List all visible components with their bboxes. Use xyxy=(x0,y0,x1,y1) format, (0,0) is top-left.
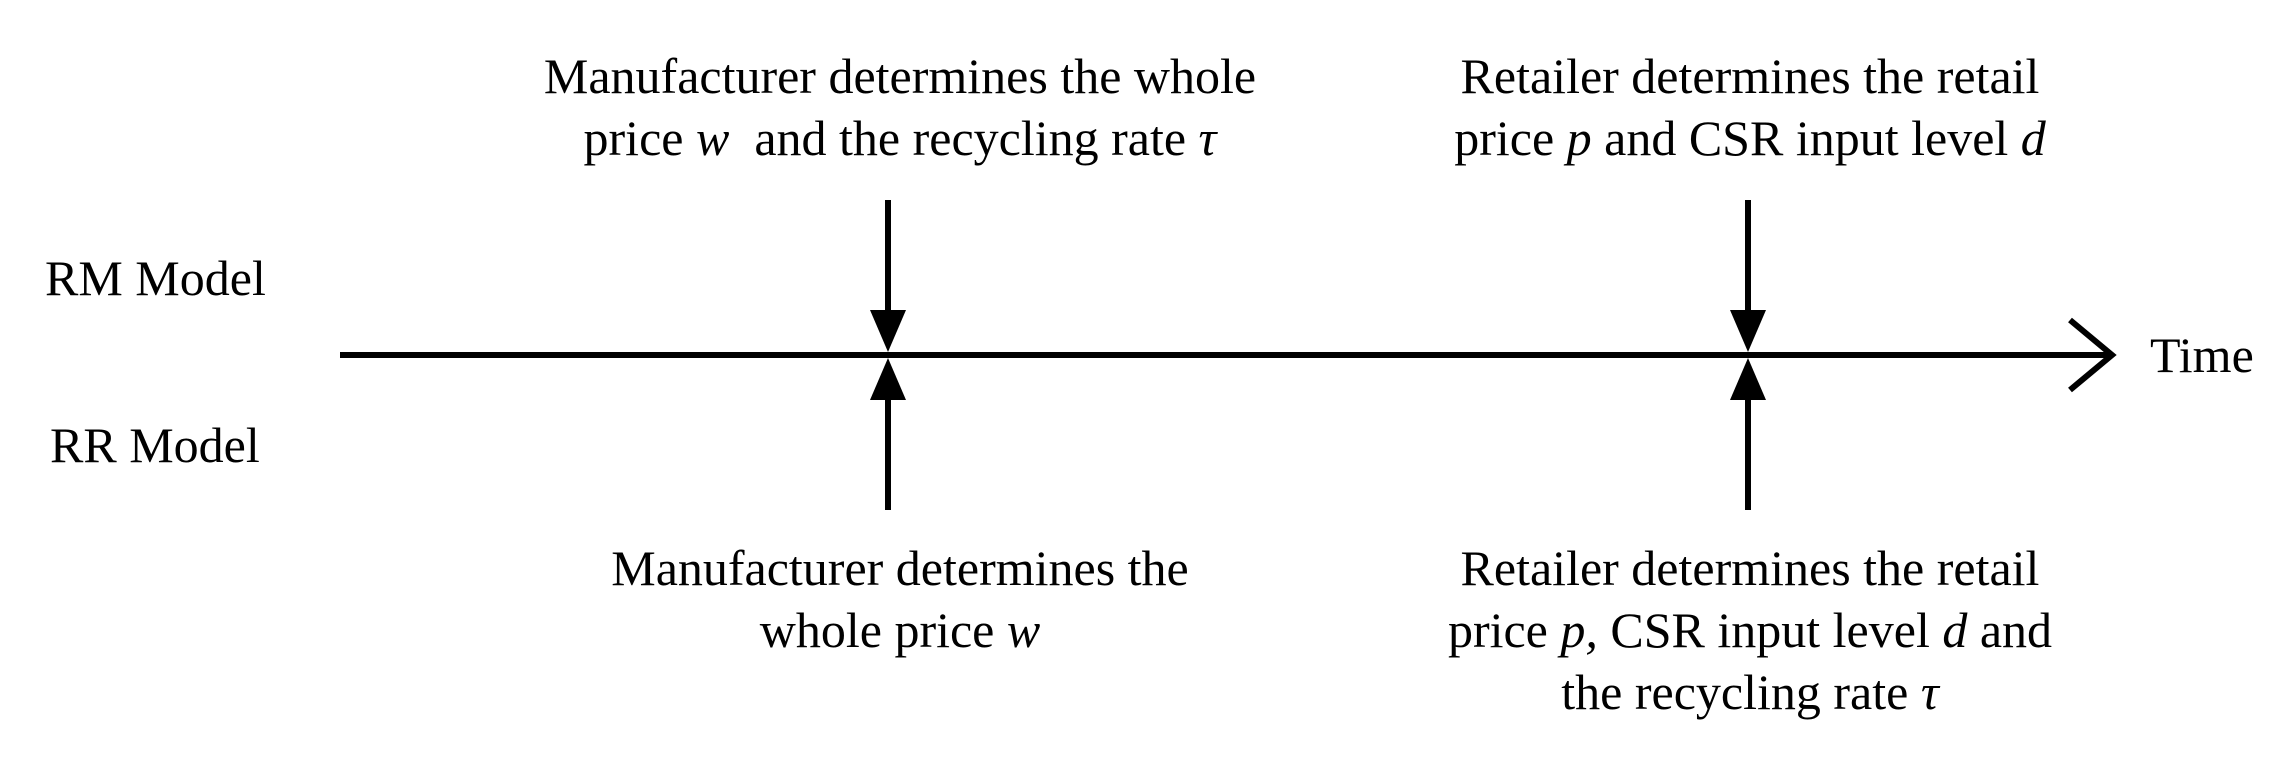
rm-retailer-line2-text: price xyxy=(1454,110,1567,166)
rm-retailer-line1: Retailer determines the retail xyxy=(1460,48,2040,104)
rr-manufacturer-line1: Manufacturer determines the xyxy=(611,540,1189,596)
wholesale-price-symbol-rr: w xyxy=(1006,602,1041,658)
rr-manufacturer-line2-text: whole price xyxy=(759,602,1007,658)
rm-manufacturer-line2-text: price xyxy=(583,110,696,166)
rr-retailer-event: Retailer determines the retail price p, … xyxy=(1310,537,2190,723)
retail-price-symbol: p xyxy=(1566,110,1592,166)
rm-manufacturer-line2: price w and the recycling rate τ xyxy=(400,107,1400,169)
retail-price-symbol-rr: p, xyxy=(1560,602,1598,658)
recycling-rate-symbol: τ xyxy=(1198,110,1217,166)
rr-retailer-line3-text: the recycling rate xyxy=(1561,664,1921,720)
rm-manufacturer-line1: Manufacturer determines the whole xyxy=(543,48,1257,104)
rm-manufacturer-event: Manufacturer determines the whole price … xyxy=(400,45,1400,169)
rr-retailer-arrowhead xyxy=(1730,358,1766,400)
rm-retailer-line2-text-b: and CSR input level xyxy=(1591,110,2021,166)
rm-manufacturer-arrowhead xyxy=(870,310,906,352)
csr-level-symbol: d xyxy=(2020,110,2046,166)
wholesale-price-symbol: w xyxy=(695,110,730,166)
rr-retailer-line3: the recycling rate τ xyxy=(1310,661,2190,723)
rr-model-label: RR Model xyxy=(50,417,260,473)
rr-manufacturer-arrowhead xyxy=(870,358,906,400)
rr-manufacturer-event: Manufacturer determines the whole price … xyxy=(500,537,1300,661)
rm-manufacturer-line2-text-b: and the recycling rate xyxy=(729,110,1199,166)
rm-retailer-event: Retailer determines the retail price p a… xyxy=(1310,45,2190,169)
recycling-rate-symbol-rr: τ xyxy=(1920,664,1939,720)
rr-retailer-line2-text: price xyxy=(1447,602,1561,658)
rr-retailer-line1: Retailer determines the retail xyxy=(1460,540,2040,596)
time-axis-label: Time xyxy=(2150,327,2254,383)
rr-retailer-line2: price p, CSR input level d and xyxy=(1310,599,2190,661)
time-axis-arrowhead xyxy=(2068,317,2117,393)
rm-retailer-arrowhead xyxy=(1730,310,1766,352)
rm-model-label: RM Model xyxy=(45,250,266,306)
csr-level-symbol-rr: d xyxy=(1942,602,1968,658)
rr-retailer-line2-text-c: and xyxy=(1967,602,2053,658)
rr-manufacturer-line2: whole price w xyxy=(500,599,1300,661)
rr-retailer-line2-text-b: CSR input level xyxy=(1597,602,1943,658)
rm-retailer-line2: price p and CSR input level d xyxy=(1310,107,2190,169)
